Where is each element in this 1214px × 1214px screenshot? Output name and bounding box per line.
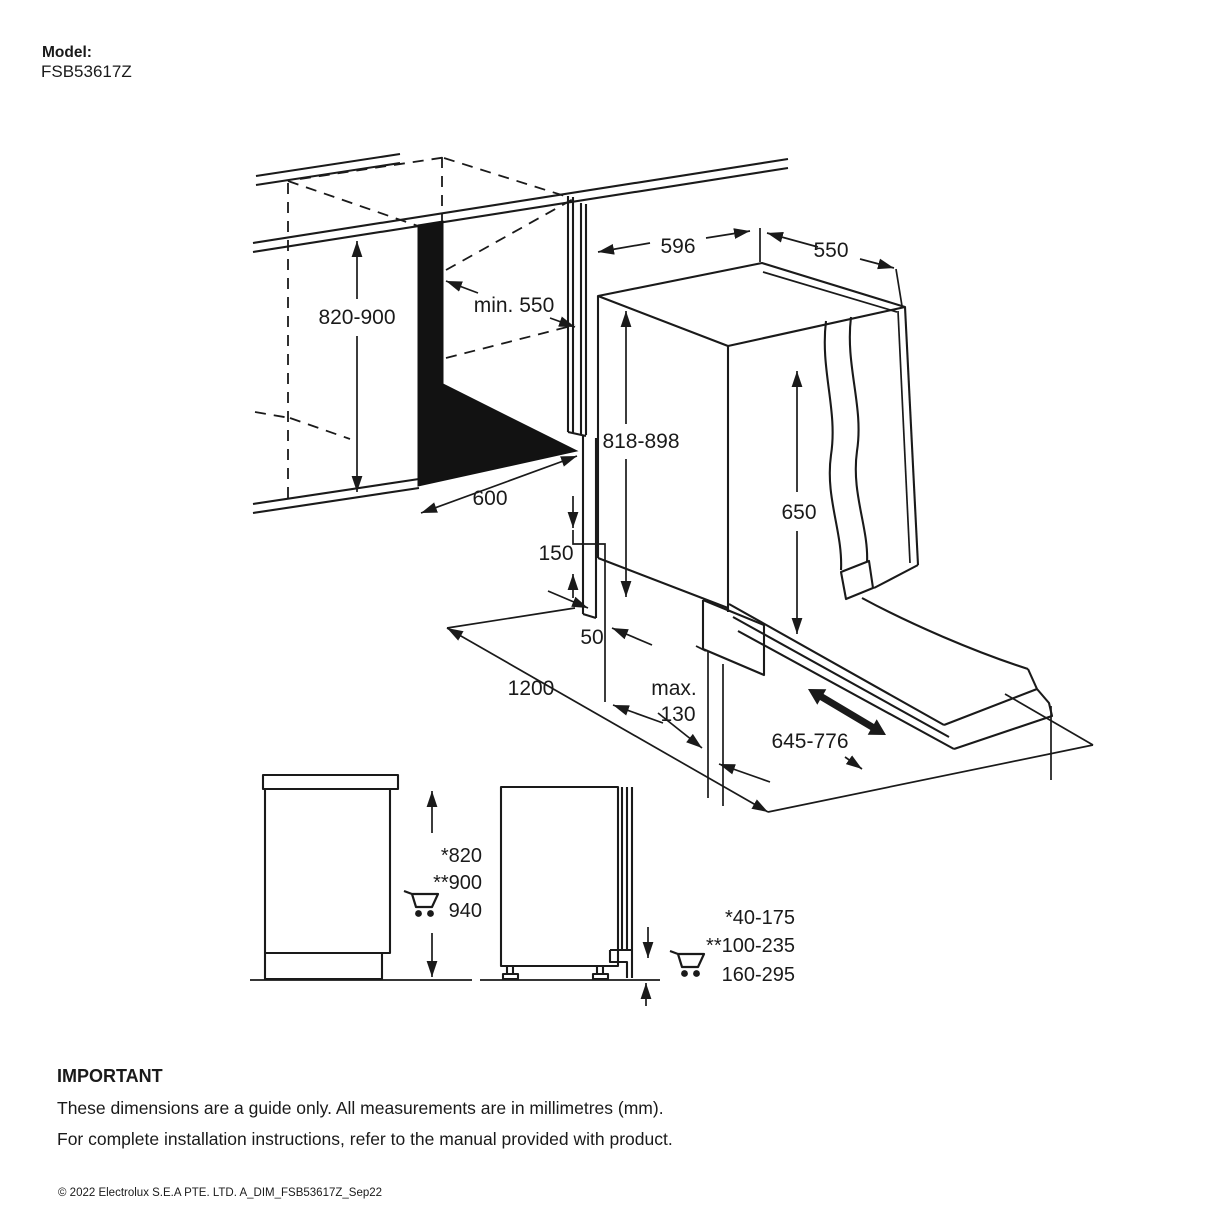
door-break-wave	[823, 320, 843, 571]
dim-label-max: max.	[651, 677, 697, 700]
dim-label-niche-height: 820-900	[318, 306, 395, 329]
dim-label-front-clearance: 1200	[508, 677, 555, 700]
header: Model: FSB53617Z	[41, 44, 132, 81]
side-view-dishwasher: *40-175 **100-235 160-295	[480, 785, 795, 1006]
dimension-front-clearance: 1200	[508, 677, 555, 700]
dimension-product-width: 596	[597, 228, 761, 262]
dim-label-niche-width: 600	[472, 487, 507, 510]
open-door	[728, 597, 1054, 780]
dim-label-product-depth: 550	[813, 239, 848, 262]
dimension-product-depth: 550	[766, 232, 903, 307]
dimension-door-open-depth: 645-776	[612, 704, 863, 770]
door-break-wave	[848, 316, 869, 564]
height-option-820: *820	[441, 845, 482, 867]
dimension-door-height: 650	[781, 371, 817, 634]
plinth-option-100-235: **100-235	[706, 935, 795, 957]
dimension-product-height: 818-898	[602, 311, 680, 597]
plinth-option-40-175: *40-175	[725, 907, 795, 929]
slide-double-arrow-icon	[808, 689, 886, 735]
dimension-rear-gap: 50	[547, 590, 653, 649]
plinth-base	[695, 599, 766, 806]
dim-label-niche-depth: min. 550	[474, 294, 555, 317]
dim-label-door-height: 650	[781, 501, 816, 524]
note-line-2: For complete installation instructions, …	[57, 1129, 673, 1149]
model-label: Model:	[42, 44, 92, 61]
height-option-940: 940	[449, 900, 482, 922]
dim-label-door-open-depth: 645-776	[771, 730, 848, 753]
dimension-niche-height: 820-900	[318, 241, 396, 492]
dimension-niche-width: 600	[420, 455, 578, 514]
dim-label-product-height: 818-898	[602, 430, 679, 453]
height-option-900: **900	[433, 872, 482, 894]
cabinet-counter	[252, 152, 789, 515]
dim-label-rear-gap: 50	[580, 626, 603, 649]
cabinet-niche	[417, 197, 579, 487]
model-number: FSB53617Z	[41, 62, 132, 81]
rear-foot	[591, 966, 610, 981]
note-line-1: These dimensions are a guide only. All m…	[57, 1098, 664, 1118]
dim-label-side-gap: 150	[538, 542, 573, 565]
dim-label-max-value: 130	[660, 703, 695, 726]
footer: IMPORTANT These dimensions are a guide o…	[57, 1066, 673, 1199]
side-view-cabinet: *820 **900 940	[250, 773, 482, 981]
important-heading: IMPORTANT	[57, 1066, 163, 1086]
floor-plane	[446, 607, 1094, 813]
niche-side-panel	[566, 196, 598, 620]
dimension-side-gap: 150	[538, 496, 606, 702]
dim-label-product-width: 596	[660, 235, 695, 258]
dimension-niche-depth: min. 550	[445, 280, 576, 328]
copyright-line: © 2022 Electrolux S.E.A PTE. LTD. A_DIM_…	[58, 1187, 382, 1199]
dishwasher	[596, 261, 1054, 806]
isometric-view: 820-900 min. 550 600 596 550 818-898	[252, 152, 1094, 813]
front-foot	[501, 966, 520, 981]
dimension-plinth-recess: max. 130	[651, 677, 771, 783]
plinth-option-160-295: 160-295	[722, 964, 795, 986]
